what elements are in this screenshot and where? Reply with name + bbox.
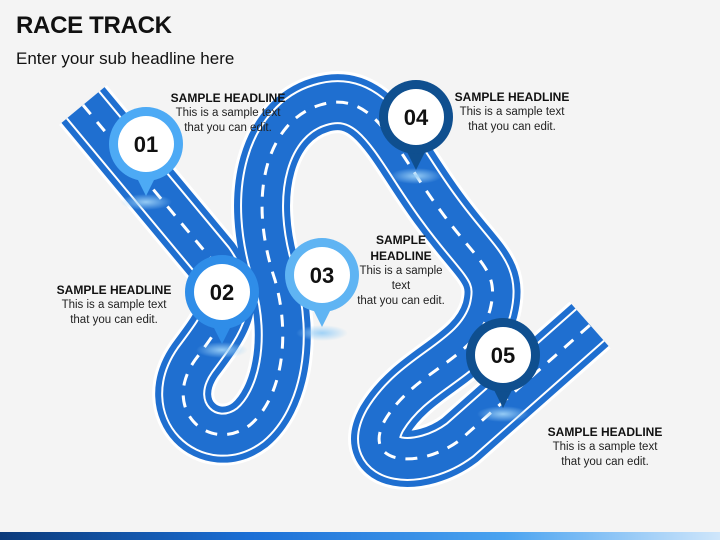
text-block-02: SAMPLE HEADLINE This is a sample text th…: [52, 282, 176, 328]
text-block-04: SAMPLE HEADLINE This is a sample text th…: [452, 89, 572, 135]
marker-number: 03: [310, 263, 334, 288]
marker-number: 02: [210, 280, 234, 305]
slide-subtitle: Enter your sub headline here: [16, 49, 235, 68]
pin-shadow-04: [390, 168, 442, 184]
body-line: This is a sample text: [175, 107, 281, 119]
center-dashes: [81, 100, 591, 461]
marker-01: 01: [109, 107, 183, 196]
body-line: This is a sample text: [61, 299, 167, 311]
marker-05: 05: [466, 318, 540, 408]
road: [59, 71, 611, 490]
marker-03: 03: [285, 238, 359, 327]
marker-04: 04: [379, 80, 453, 170]
pin-shadow-05: [477, 406, 529, 422]
slide-title: RACE TRACK: [16, 12, 172, 39]
headline: SAMPLE HEADLINE: [547, 425, 663, 439]
text-block-03: SAMPLE HEADLINE This is a sample text th…: [356, 232, 446, 309]
body-line: that you can edit.: [468, 121, 556, 133]
pin-shadow-03: [296, 325, 348, 341]
body-line: that you can edit.: [357, 295, 445, 307]
pin-shadow-01: [120, 194, 172, 210]
headline: SAMPLE HEADLINE: [170, 91, 286, 105]
pin-shadow-02: [196, 342, 248, 358]
headline: SAMPLE HEADLINE: [370, 233, 432, 263]
text-block-05: SAMPLE HEADLINE This is a sample text th…: [545, 424, 665, 470]
body-line: that you can edit.: [561, 456, 649, 468]
marker-number: 05: [491, 343, 515, 368]
marker-number: 04: [404, 105, 429, 130]
footer-accent-bar: [0, 532, 720, 540]
body-line: that you can edit.: [70, 314, 158, 326]
marker-02: 02: [185, 255, 259, 344]
body-line: This is a sample text: [552, 441, 658, 453]
marker-number: 01: [134, 132, 158, 157]
body-line: This is a sample text: [359, 265, 443, 292]
headline: SAMPLE HEADLINE: [454, 90, 570, 104]
headline: SAMPLE HEADLINE: [56, 283, 172, 297]
body-line: This is a sample text: [459, 106, 565, 118]
text-block-01: SAMPLE HEADLINE This is a sample text th…: [163, 90, 293, 136]
body-line: that you can edit.: [184, 122, 272, 134]
